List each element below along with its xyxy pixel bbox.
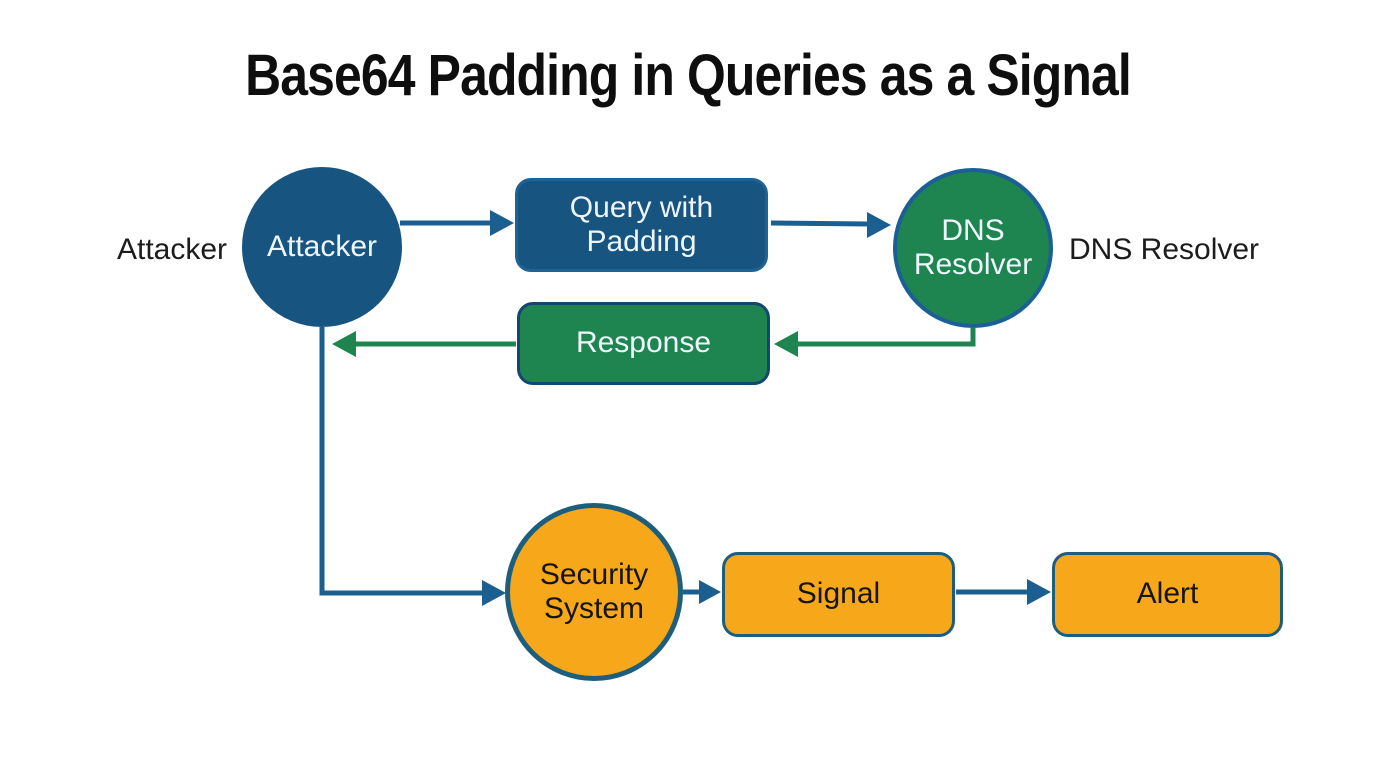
dns-resolver-external-label: DNS Resolver [1069, 233, 1260, 266]
node-alert: Alert [1052, 552, 1283, 637]
edge-response-to-attacker [332, 331, 516, 357]
edge-query-to-dns [770, 212, 891, 238]
node-alert-label: Alert [1136, 577, 1199, 611]
edge-security-to-signal [683, 580, 721, 604]
edge-signal-to-alert [956, 579, 1051, 605]
edge-attacker-to-security [319, 327, 506, 606]
node-attacker-label: Attacker [266, 229, 378, 263]
node-security-system: Security System [505, 503, 683, 681]
diagram-title-text: Base64 Padding in Queries as a Signal [245, 43, 1132, 108]
node-security-system-label: Security System [539, 557, 649, 626]
node-signal: Signal [722, 552, 955, 637]
node-query-with-padding: Query with Padding [515, 178, 768, 272]
attacker-external-label: Attacker [117, 233, 228, 266]
node-response: Response [517, 302, 770, 385]
node-dns-resolver-label: DNS Resolver [913, 213, 1033, 282]
edge-dns-to-response [774, 328, 976, 357]
node-attacker: Attacker [242, 167, 402, 327]
diagram-title: Base64 Padding in Queries as a Signal [0, 42, 1376, 109]
node-response-label: Response [575, 326, 712, 360]
node-query-with-padding-label: Query with Padding [569, 190, 714, 259]
node-dns-resolver: DNS Resolver [893, 168, 1053, 328]
node-signal-label: Signal [796, 577, 881, 611]
edge-attacker-to-query [400, 210, 514, 236]
